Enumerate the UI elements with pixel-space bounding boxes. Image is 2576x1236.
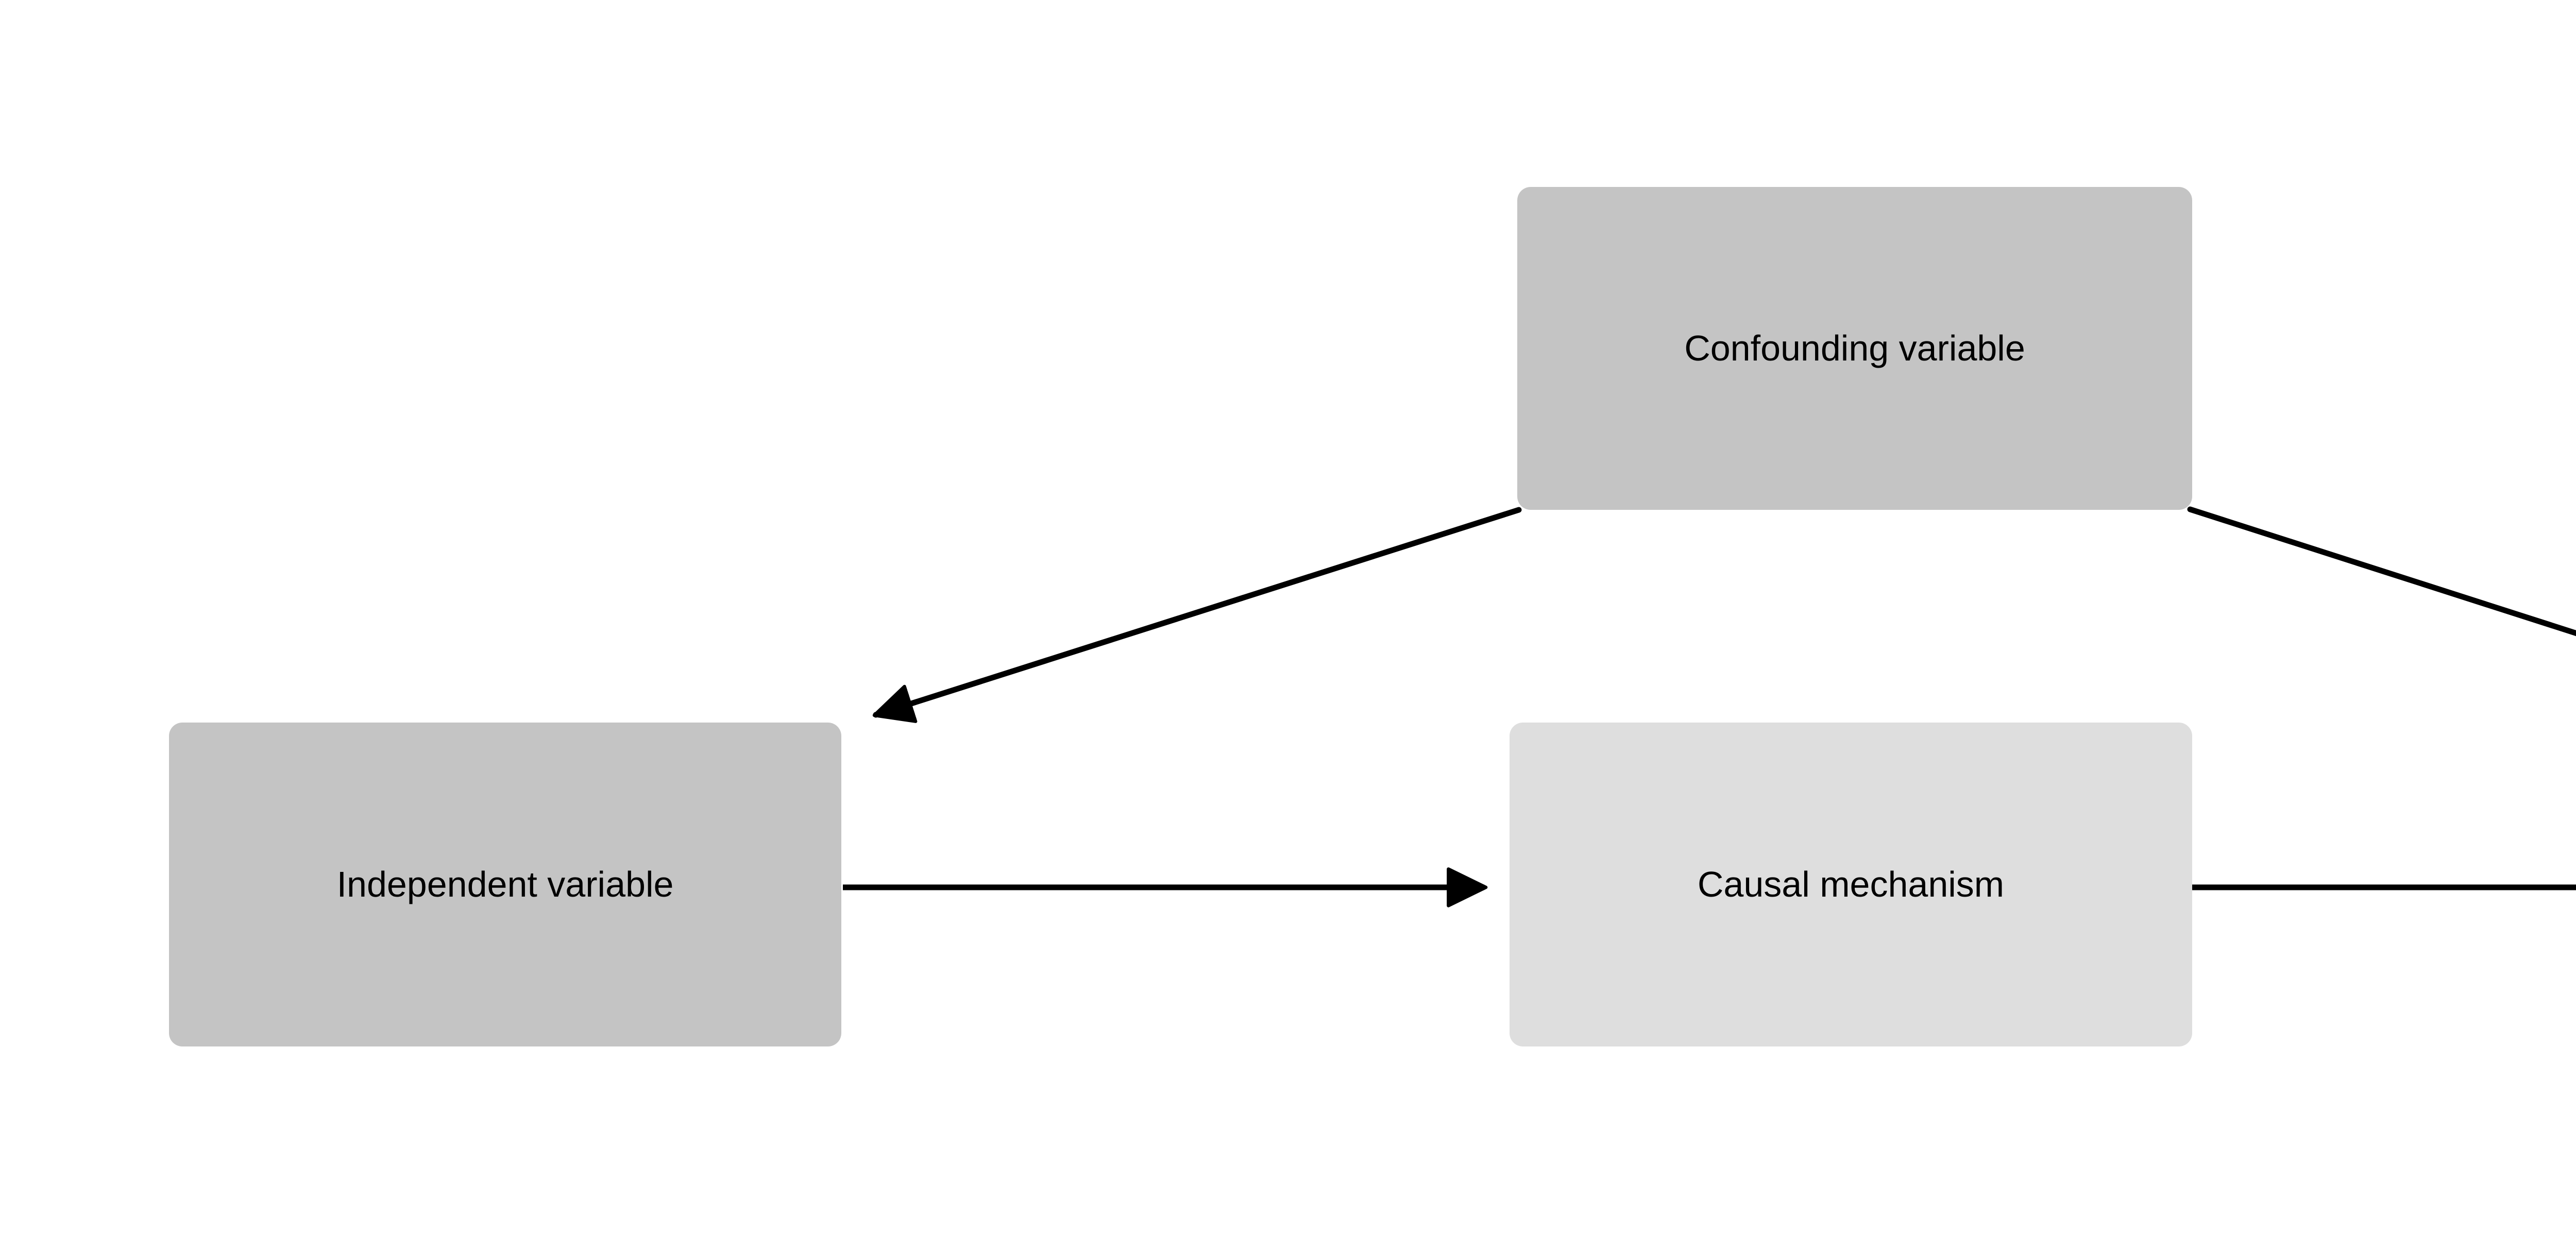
node-confounding-variable[interactable]: Confounding variable [1517, 187, 2192, 510]
node-causal-mechanism[interactable]: Causal mechanism [1510, 723, 2192, 1046]
node-label-causal-mechanism: Causal mechanism [1697, 864, 2005, 904]
edge-confounding-to-dependent [2187, 506, 2576, 637]
edge-confounding-to-independent [872, 507, 1522, 723]
node-independent-variable[interactable]: Independent variable [169, 723, 841, 1046]
node-label-confounding-variable: Confounding variable [1684, 328, 2025, 368]
node-label-independent-variable: Independent variable [336, 864, 674, 904]
